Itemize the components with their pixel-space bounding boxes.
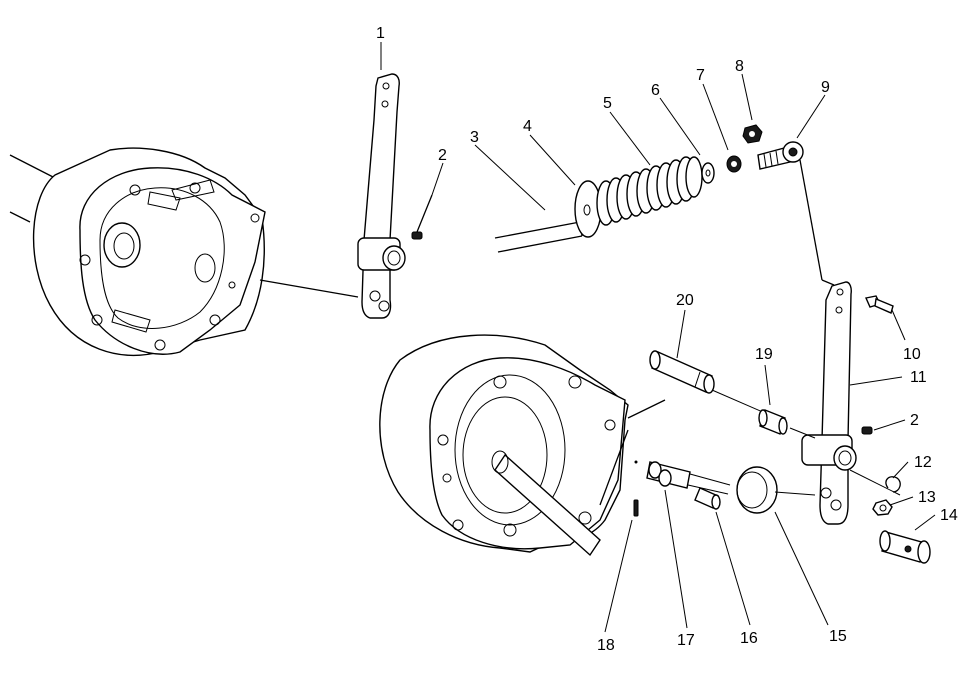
callout-2-upper: 2 [438,147,447,164]
callout-3: 3 [470,129,479,146]
lower-brake-drum [379,334,666,557]
brake-lever-upper [357,73,406,319]
adjusting-nut [726,155,742,173]
spacer [758,409,788,435]
rod-end [757,141,835,286]
callout-2-lower: 2 [910,412,919,429]
callout-13: 13 [918,489,936,506]
callout-16: 16 [740,630,758,647]
pivot-pin [649,350,715,394]
callout-1: 1 [376,25,385,42]
bushing-cup [736,466,816,514]
callout-14: 14 [940,507,958,524]
callout-8: 8 [735,58,744,75]
callout-18: 18 [597,637,615,654]
hex-bolt [865,295,894,314]
callout-15: 15 [829,628,847,645]
callout-4: 4 [523,118,532,135]
callout-17: 17 [677,632,695,649]
left-clutch-housing [9,147,359,356]
callout-19: 19 [755,346,773,363]
leader-lines [380,42,936,633]
brake-lever-lower [801,281,857,525]
compression-spring [596,156,703,226]
callout-9: 9 [821,79,830,96]
callout-6: 6 [651,82,660,99]
callout-5: 5 [603,95,612,112]
callout-labels: 1 2 3 4 5 6 7 8 9 10 11 2 12 13 14 15 16… [376,25,958,654]
spring-washer [701,162,715,184]
clevis [646,461,731,495]
shaft-guide-lines [711,389,901,496]
callout-7: 7 [696,67,705,84]
callout-11: 11 [910,369,927,386]
cotter-pin [633,460,639,517]
callout-10: 10 [903,346,921,363]
retaining-clip [885,476,901,493]
clevis-pin [694,487,721,510]
lock-nut [742,124,763,144]
set-screw-lower [861,426,873,435]
hex-nut [872,499,893,516]
brake-rod [494,221,583,253]
callout-20: 20 [676,292,694,309]
callout-12: 12 [914,454,932,471]
set-screw-upper [411,194,433,240]
pivot-sleeve [879,530,931,564]
